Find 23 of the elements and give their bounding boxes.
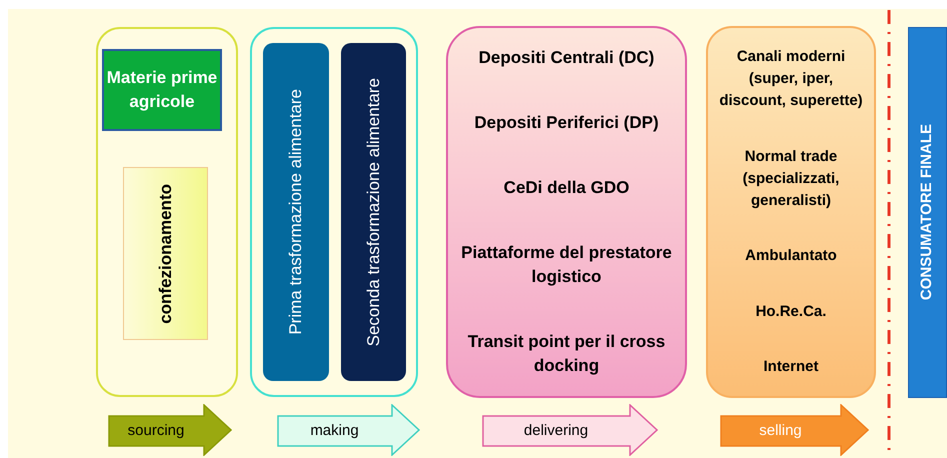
stage-label: selling: [758, 421, 803, 441]
stage-label: making: [309, 421, 360, 441]
stage-label: delivering: [522, 421, 590, 441]
list-item: Normal trade (specializzati, generalisti): [742, 146, 840, 210]
list-item: Ho.Re.Ca.: [754, 302, 828, 322]
list-item: Ambulantato: [744, 246, 838, 266]
stage-label: sourcing: [126, 421, 186, 441]
category-box: Materie prime agricole: [102, 49, 222, 131]
stage-panel: [250, 27, 418, 397]
stage-panel: [446, 26, 687, 398]
process-bar: Seconda trasformazione alimentare: [341, 43, 406, 381]
consumer-bar: CONSUMATORE FINALE: [908, 27, 947, 398]
list-item: Depositi Centrali (DC): [478, 47, 656, 69]
list-item: CeDi della GDO: [502, 177, 630, 199]
process-bar: Prima trasformazione alimentare: [263, 43, 329, 381]
stage-panel: [96, 27, 238, 397]
list-item: Piattaforme del prestatore logistico: [460, 242, 673, 288]
category-box: confezionamento: [123, 167, 208, 340]
stage-panel: [706, 26, 876, 398]
list-item: Canali moderni (super, iper, discount, superette): [718, 47, 864, 111]
list-item: Depositi Periferici (DP): [473, 112, 660, 134]
list-item: Transit point per il cross docking: [466, 331, 666, 377]
list-item: Internet: [762, 357, 820, 377]
